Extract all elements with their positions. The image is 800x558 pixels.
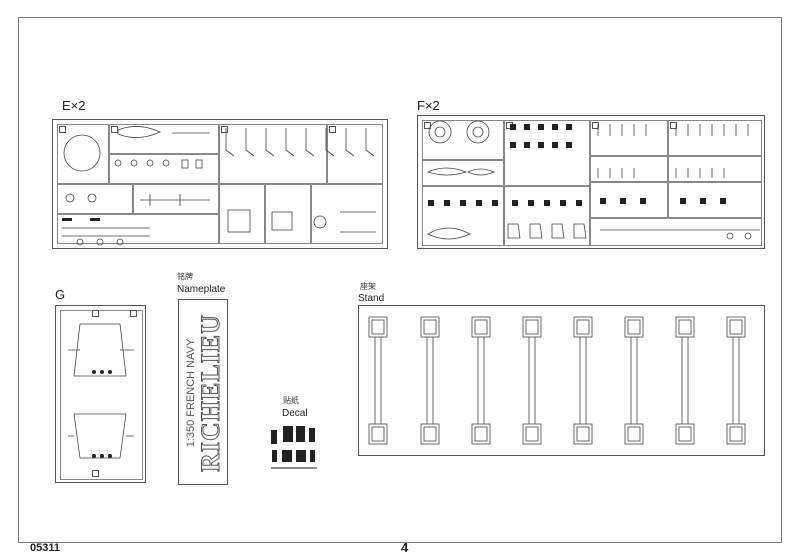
nameplate-label-cn: 铭牌 [177, 272, 193, 281]
stand-leg [675, 316, 695, 445]
stand-leg [522, 316, 542, 445]
sprue-e-gun-part [265, 184, 311, 244]
stand-label-en: Stand [358, 293, 385, 304]
sprue-f-cabin-parts [504, 186, 590, 246]
sprue-f-label: F×2 [417, 98, 440, 113]
sprue-f-bollard-parts-2 [668, 156, 762, 182]
sprue-g-label: G [55, 287, 66, 302]
part-number-tag [670, 122, 677, 129]
stand-leg [420, 316, 440, 445]
page-frame [18, 17, 782, 543]
part-number-tag [424, 122, 431, 129]
stand-leg [471, 316, 491, 445]
sprue-f-vent-parts-2 [668, 182, 762, 218]
stand-sprue [358, 305, 765, 456]
sprue-e [52, 119, 388, 249]
part-number-tag [329, 126, 336, 133]
sprue-f-reel-parts [422, 120, 504, 160]
sprue-e-small-parts [109, 154, 219, 184]
product-code: 05311 [30, 542, 60, 554]
sprue-e-deck-part [109, 124, 219, 154]
stand-label-cn: 座架 [360, 282, 376, 291]
sprue-e-hull-part [57, 124, 109, 184]
sprue-f-post-parts [590, 120, 668, 156]
sprue-e-davit-parts [327, 124, 383, 184]
sprue-e-frame-parts [311, 184, 383, 244]
sprue-f-launch-parts [422, 186, 504, 246]
sprue-f-antenna-parts [590, 218, 762, 246]
part-number-tag [59, 126, 66, 133]
sprue-g [55, 305, 146, 483]
sprue-f-vent-parts [590, 182, 668, 218]
sprue-e-turret-part [219, 184, 265, 244]
part-number-tag [592, 122, 599, 129]
page-number: 4 [401, 540, 409, 555]
sprue-e-mast-parts [133, 184, 219, 214]
sprue-f [417, 115, 765, 249]
sprue-e-fitting-parts [57, 184, 133, 214]
sprue-g-frame [60, 310, 143, 480]
sprue-e-rail-parts [57, 214, 219, 244]
decal-label-en: Decal [282, 408, 308, 419]
sprue-f-post-parts-2 [668, 120, 762, 156]
stand-leg [726, 316, 746, 445]
part-number-tag [92, 310, 99, 317]
sprue-f-block-parts [504, 120, 590, 186]
sprue-e-label: E×2 [62, 98, 86, 113]
part-number-tag [130, 310, 137, 317]
stand-leg [573, 316, 593, 445]
sprue-f-boat-parts [422, 160, 504, 186]
sprue-e-crane-parts [219, 124, 327, 184]
nameplate-label-en: Nameplate [177, 284, 226, 295]
sprue-g-turret-drawings [68, 323, 134, 459]
stand-leg [368, 316, 388, 445]
stand-leg [624, 316, 644, 445]
decal-label-cn: 贴纸 [283, 396, 299, 405]
part-number-tag [111, 126, 118, 133]
part-number-tag [221, 126, 228, 133]
nameplate-plate: 1:350 FRENCH NAVY RICHELIEU [178, 299, 228, 485]
sprue-f-bollard-parts [590, 156, 668, 182]
part-number-tag [92, 470, 99, 477]
